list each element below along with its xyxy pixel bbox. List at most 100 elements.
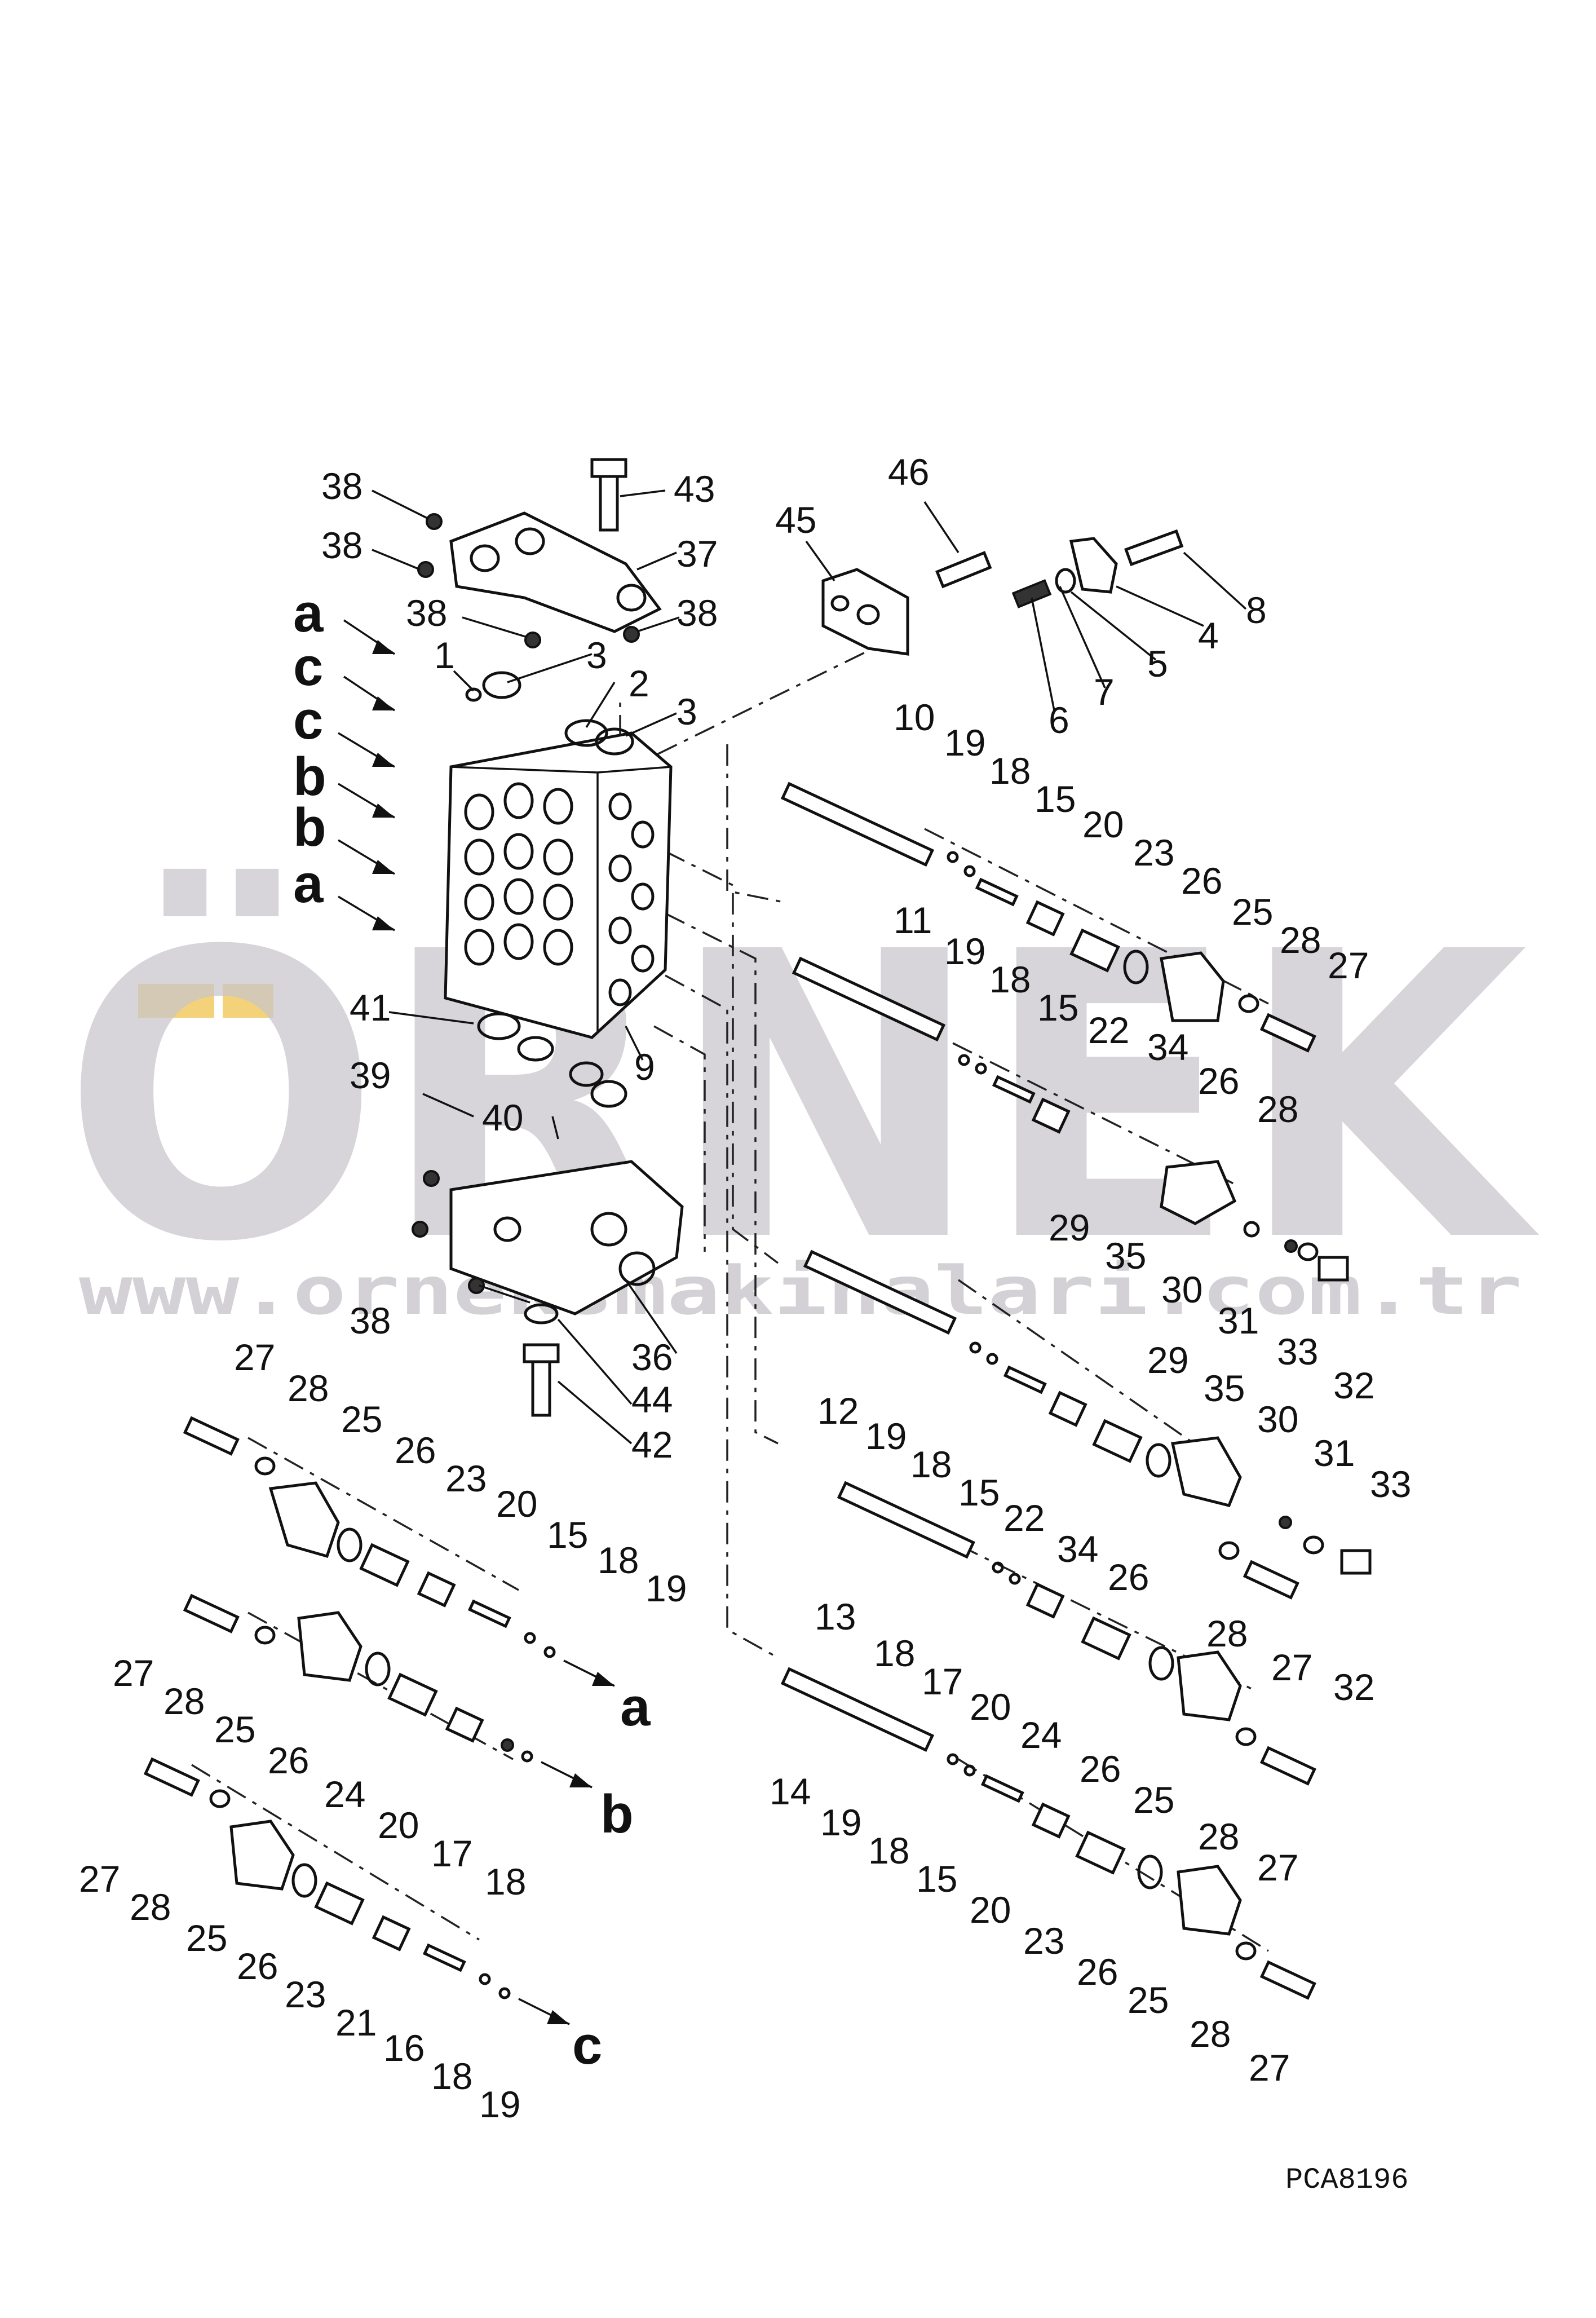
callout: 30 bbox=[1161, 1269, 1202, 1310]
callout: 7 bbox=[1094, 671, 1115, 713]
callout: 19 bbox=[479, 2083, 520, 2125]
callout: 18 bbox=[910, 1443, 952, 1485]
valve-body bbox=[444, 731, 673, 1039]
callout: 19 bbox=[820, 1802, 861, 1843]
callout: 15 bbox=[1034, 778, 1076, 820]
callout: 27 bbox=[1249, 2047, 1290, 2089]
callout: 28 bbox=[1206, 1613, 1248, 1654]
valve-body-ports bbox=[464, 782, 655, 1006]
callout: 27 bbox=[113, 1652, 154, 1694]
callout: 18 bbox=[598, 1539, 639, 1581]
callout: 17 bbox=[431, 1833, 472, 1874]
callout: 15 bbox=[958, 1472, 1000, 1513]
callout: 38 bbox=[350, 1300, 391, 1341]
callout: 20 bbox=[378, 1804, 419, 1846]
callout: 19 bbox=[944, 722, 985, 763]
arrow-letter-c-top2: c bbox=[293, 690, 323, 750]
callout: 45 bbox=[775, 499, 816, 541]
callout: 38 bbox=[321, 465, 362, 507]
callout: 11 bbox=[894, 899, 932, 941]
spool-row-11 bbox=[792, 956, 1349, 1282]
callout: 23 bbox=[445, 1458, 487, 1499]
callout: 28 bbox=[163, 1680, 205, 1722]
arrow-letter-a-top2: a bbox=[293, 854, 324, 914]
callout: 13 bbox=[815, 1596, 856, 1637]
callout: 24 bbox=[1020, 1714, 1062, 1756]
callout: 16 bbox=[383, 2027, 425, 2069]
callout: 1 bbox=[434, 634, 455, 676]
callout: 18 bbox=[485, 1861, 526, 1902]
callout: 28 bbox=[1280, 919, 1321, 961]
callout: 27 bbox=[1328, 944, 1369, 986]
leader-lines bbox=[372, 489, 1247, 1445]
callout: 33 bbox=[1277, 1331, 1318, 1372]
callout: 3 bbox=[586, 634, 607, 676]
callout: 20 bbox=[970, 1889, 1011, 1931]
callout: 20 bbox=[1082, 803, 1124, 845]
callout: 36 bbox=[631, 1336, 673, 1378]
arrow-letter-c-end: c bbox=[572, 2015, 602, 2076]
callout: 28 bbox=[130, 1886, 171, 1928]
callout: 18 bbox=[874, 1632, 915, 1674]
flange-assembly bbox=[821, 529, 1184, 656]
callout: 26 bbox=[1181, 860, 1222, 902]
callout: 27 bbox=[234, 1336, 275, 1378]
callout: 6 bbox=[1049, 699, 1069, 741]
callout: 15 bbox=[547, 1514, 588, 1556]
callout: 37 bbox=[677, 533, 718, 575]
callout: 28 bbox=[1257, 1088, 1298, 1130]
callout: 4 bbox=[1198, 615, 1219, 656]
arrow-letter-c-top1: c bbox=[293, 637, 323, 697]
callout: 25 bbox=[341, 1398, 382, 1440]
callout: 8 bbox=[1246, 589, 1267, 631]
callout: 12 bbox=[817, 1390, 859, 1432]
callout: 34 bbox=[1057, 1528, 1098, 1570]
arrow-letter-b-top1: b bbox=[293, 747, 326, 807]
callout: 24 bbox=[324, 1773, 365, 1815]
spool-row-13 bbox=[837, 1481, 1316, 1786]
callout: 26 bbox=[1080, 1748, 1121, 1790]
callout: 5 bbox=[1147, 643, 1168, 685]
bolt-43 bbox=[599, 466, 619, 532]
callout: 25 bbox=[1128, 1979, 1169, 2021]
watermark-url: www.orneksmakinalari.com.tr bbox=[79, 1252, 1522, 1330]
o-rings bbox=[465, 671, 634, 1108]
callout: 20 bbox=[970, 1686, 1011, 1728]
callout: 17 bbox=[922, 1661, 963, 1702]
callout: 23 bbox=[1023, 1920, 1064, 1962]
callout: 18 bbox=[868, 1830, 909, 1871]
callout: 18 bbox=[989, 750, 1031, 792]
arrow-letter-a-top: a bbox=[293, 583, 324, 643]
callout: 14 bbox=[770, 1770, 811, 1812]
callout: 3 bbox=[677, 691, 697, 732]
callout: 35 bbox=[1204, 1367, 1245, 1409]
callout: 27 bbox=[1271, 1646, 1312, 1688]
top-cover bbox=[449, 458, 662, 633]
callout: 2 bbox=[629, 663, 649, 704]
end-assembly-a bbox=[183, 1416, 615, 1687]
drawing-code: PCA8196 bbox=[1285, 2164, 1408, 2197]
callout: 26 bbox=[1077, 1951, 1118, 1993]
spool-row-10 bbox=[780, 782, 1316, 1053]
end-assembly-b bbox=[183, 1593, 593, 1789]
callout: 27 bbox=[1257, 1847, 1298, 1888]
arrow-letter-b-top2: b bbox=[293, 797, 326, 858]
spool-row-14 bbox=[780, 1667, 1316, 2000]
callout: 26 bbox=[395, 1429, 436, 1471]
callout: 32 bbox=[1333, 1666, 1374, 1708]
arrow-letters: a c c b b a a b c bbox=[293, 583, 651, 2076]
callout: 15 bbox=[1037, 987, 1078, 1028]
callout: 22 bbox=[1003, 1497, 1045, 1539]
callout: 26 bbox=[1108, 1556, 1149, 1598]
callout: 21 bbox=[335, 2002, 377, 2043]
callout: 26 bbox=[1198, 1060, 1239, 1102]
callout: 41 bbox=[350, 987, 391, 1028]
callout: 42 bbox=[631, 1424, 673, 1465]
callout: 19 bbox=[944, 930, 985, 972]
spool-row-12 bbox=[803, 1249, 1372, 1600]
callouts: 38 43 38 37 38 38 1 3 2 3 46 45 8 4 5 7 … bbox=[79, 451, 1411, 2125]
watermark-accent-right bbox=[223, 984, 273, 1018]
callout: 9 bbox=[634, 1046, 655, 1088]
arrow-letter-b-end: b bbox=[600, 1784, 634, 1844]
